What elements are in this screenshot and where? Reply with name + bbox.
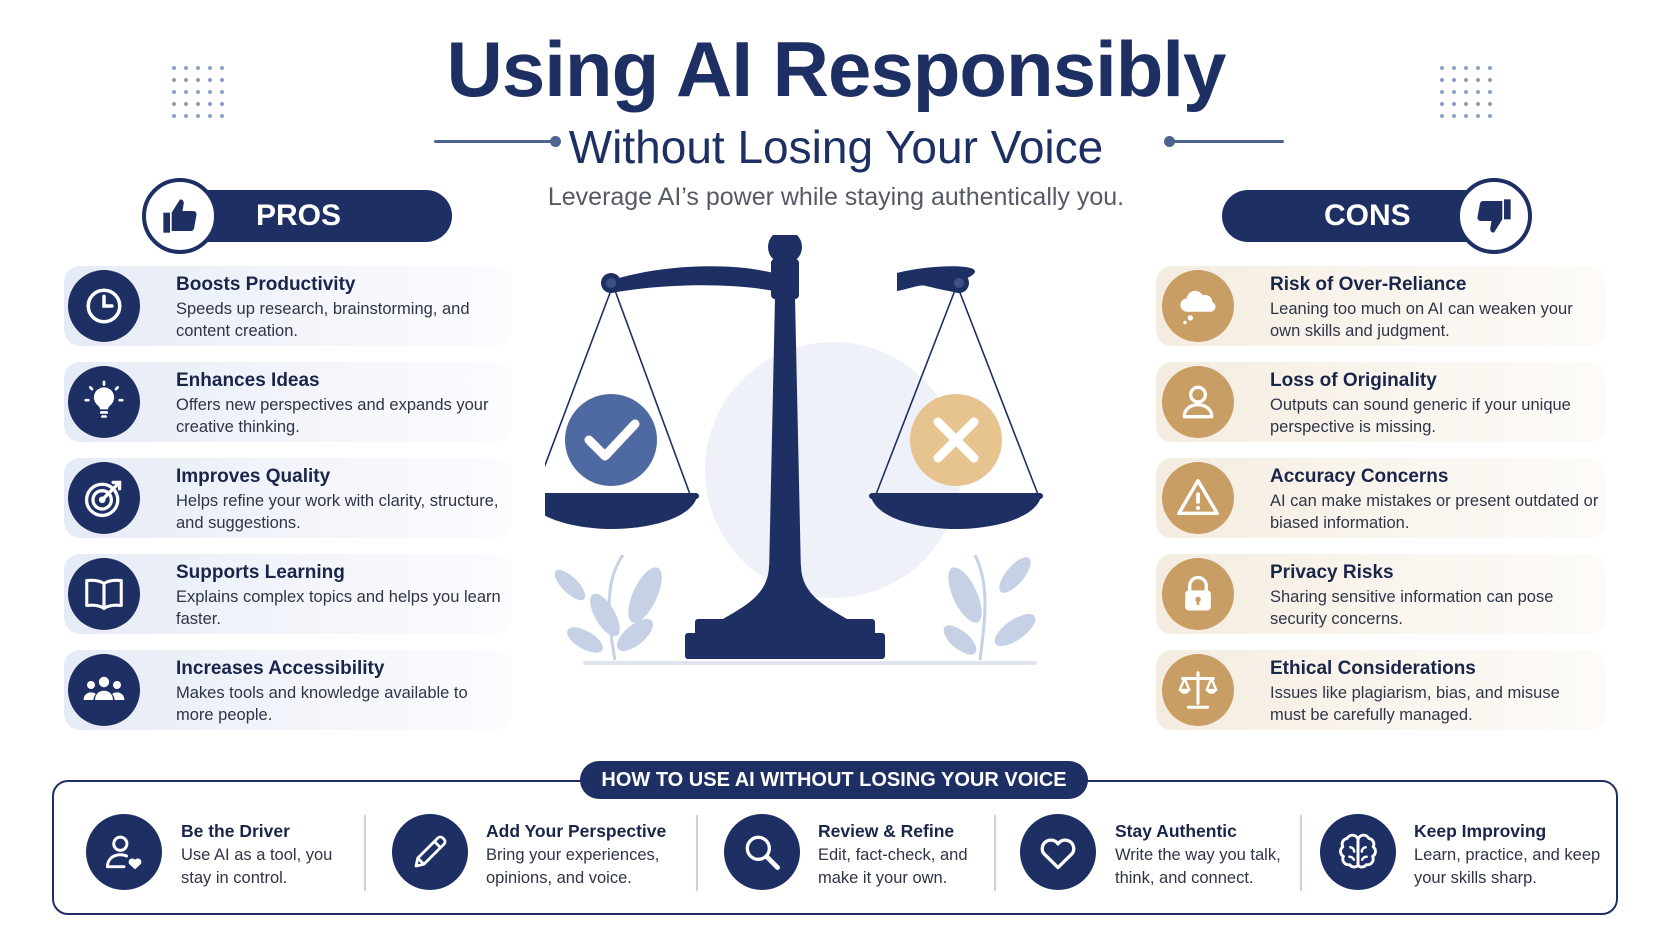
tip-title: Add Your Perspective: [486, 821, 667, 841]
pro-card-quality: Improves Quality Helps refine your work …: [64, 458, 512, 538]
pro-title: Enhances Ideas: [176, 370, 320, 391]
clock-icon: [68, 270, 140, 342]
pro-description: Makes tools and knowledge available to m…: [176, 684, 468, 724]
padlock-icon: [1162, 558, 1234, 630]
pro-description: Explains complex topics and helps you le…: [176, 588, 501, 628]
people-icon: [68, 654, 140, 726]
subtitle-rule-left-dot: [550, 136, 561, 147]
tip-description: Write the way you talk, think, and conne…: [1115, 846, 1281, 887]
con-description: Outputs can sound generic if your unique…: [1270, 396, 1571, 436]
brain-icon: [1320, 814, 1396, 890]
scale-post: [771, 259, 799, 299]
person-heart-icon: [86, 814, 162, 890]
subtitle-rule-left: [434, 140, 556, 143]
con-title: Accuracy Concerns: [1270, 466, 1449, 487]
pro-title: Boosts Productivity: [176, 274, 356, 295]
tip-divider: [1300, 815, 1302, 891]
lightbulb-icon: [68, 366, 140, 438]
check-icon: [565, 394, 657, 486]
tip-description: Edit, fact-check, and make it your own.: [818, 846, 968, 887]
con-card-privacy: Privacy Risks Sharing sensitive informat…: [1156, 554, 1606, 634]
scale-finial: [768, 235, 802, 264]
person-icon: [1162, 366, 1234, 438]
page-subtitle: Without Losing Your Voice: [568, 121, 1104, 173]
cross-icon: [910, 394, 1002, 486]
pro-description: Speeds up research, brainstorming, and c…: [176, 300, 470, 340]
tip-description: Use AI as a tool, you stay in control.: [181, 846, 333, 887]
cons-badge: [1456, 178, 1532, 254]
heart-icon: [1020, 814, 1096, 890]
con-title: Privacy Risks: [1270, 562, 1394, 583]
page-tagline: Leverage AI’s power while staying authen…: [547, 183, 1125, 211]
pros-badge: [142, 178, 218, 254]
con-card-ethics: Ethical Considerations Issues like plagi…: [1156, 650, 1606, 730]
pro-card-learning: Supports Learning Explains complex topic…: [64, 554, 512, 634]
thumbs-up-icon: [163, 199, 197, 233]
tip-divider: [696, 815, 698, 891]
page-title: Using AI Responsibly: [446, 25, 1227, 113]
thought-cloud-icon: [1162, 270, 1234, 342]
pro-card-ideas: Enhances Ideas Offers new perspectives a…: [64, 362, 512, 442]
how-to-heading: HOW TO USE AI WITHOUT LOSING YOUR VOICE: [580, 761, 1088, 799]
con-card-accuracy: Accuracy Concerns AI can make mistakes o…: [1156, 458, 1606, 538]
con-card-over-reliance: Risk of Over-Reliance Leaning too much o…: [1156, 266, 1606, 346]
con-title: Risk of Over-Reliance: [1270, 274, 1467, 295]
tip-divider: [364, 815, 366, 891]
scale-pan-left: [545, 497, 697, 529]
cons-header: CONS: [1222, 190, 1500, 242]
subtitle-rule-right-dot: [1164, 136, 1175, 147]
pro-title: Supports Learning: [176, 562, 345, 583]
warning-icon: [1162, 462, 1234, 534]
subtitle-rule-right: [1170, 140, 1284, 143]
pro-title: Improves Quality: [176, 466, 331, 487]
balance-scale-illustration: [545, 235, 1043, 665]
tip-title: Stay Authentic: [1115, 821, 1237, 841]
dot-grid-right: [1436, 62, 1496, 122]
tip-description: Learn, practice, and keep your skills sh…: [1414, 846, 1601, 887]
target-icon: [68, 462, 140, 534]
leaf-decoration-left: [554, 554, 662, 661]
pro-title: Increases Accessibility: [176, 658, 385, 679]
pro-card-accessibility: Increases Accessibility Makes tools and …: [64, 650, 512, 730]
con-description: AI can make mistakes or present outdated…: [1270, 492, 1599, 532]
pro-description: Helps refine your work with clarity, str…: [176, 492, 499, 532]
con-description: Issues like plagiarism, bias, and misuse…: [1270, 684, 1560, 724]
tip-divider: [994, 815, 996, 891]
cons-label: CONS: [1324, 199, 1411, 232]
pro-card-productivity: Boosts Productivity Speeds up research, …: [64, 266, 512, 346]
con-title: Loss of Originality: [1270, 370, 1437, 391]
tip-title: Review & Refine: [818, 821, 955, 841]
con-description: Sharing sensitive information can pose s…: [1270, 588, 1554, 628]
book-icon: [68, 558, 140, 630]
scale-base: [695, 619, 875, 635]
dot-grid-left: [168, 62, 228, 122]
leaf-decoration-right: [943, 554, 1036, 661]
pencil-icon: [392, 814, 468, 890]
scale-pan-right: [871, 497, 1041, 529]
con-title: Ethical Considerations: [1270, 658, 1476, 679]
thumbs-down-icon: [1477, 199, 1511, 233]
pros-label: PROS: [256, 199, 342, 232]
tip-title: Be the Driver: [181, 821, 290, 841]
tip-description: Bring your experiences, opinions, and vo…: [486, 846, 660, 887]
pro-description: Offers new perspectives and expands your…: [176, 396, 489, 436]
scale-backdrop-circle: [705, 342, 961, 598]
con-card-originality: Loss of Originality Outputs can sound ge…: [1156, 362, 1606, 442]
scale-beam: [609, 266, 773, 293]
con-description: Leaning too much on AI can weaken your o…: [1270, 300, 1573, 340]
how-to-heading-text: HOW TO USE AI WITHOUT LOSING YOUR VOICE: [601, 768, 1067, 791]
magnifier-icon: [724, 814, 800, 890]
scales-icon: [1162, 654, 1234, 726]
tip-title: Keep Improving: [1414, 821, 1547, 841]
